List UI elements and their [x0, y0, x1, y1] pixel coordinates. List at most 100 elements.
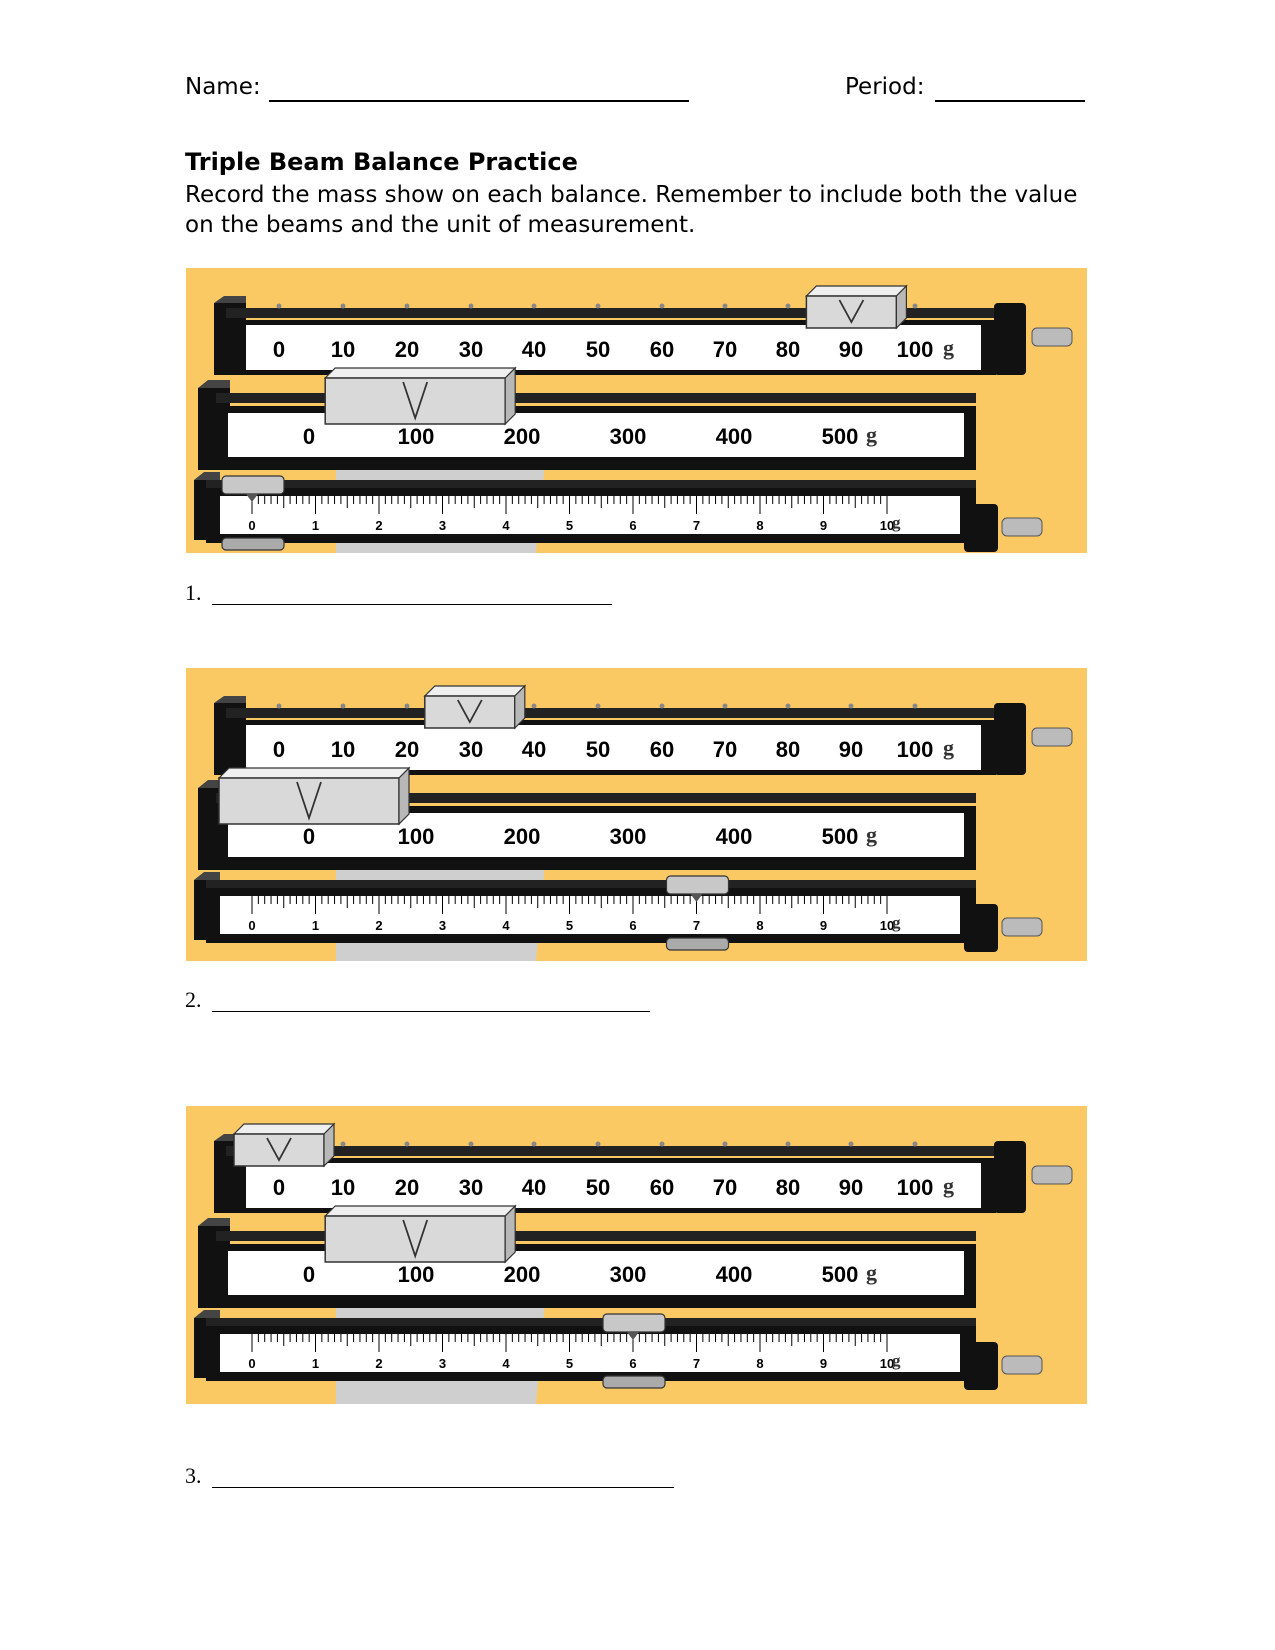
bottom-beam-label: 5: [566, 1356, 573, 1371]
rider-side-face: [504, 366, 516, 426]
top-beam-label: 90: [839, 337, 863, 362]
notch: [531, 303, 537, 309]
notch: [595, 1141, 601, 1147]
bottom-beam-rider: [221, 475, 285, 551]
notch: [659, 703, 665, 709]
notch: [404, 1141, 410, 1147]
worksheet-title: Triple Beam Balance Practice: [185, 148, 578, 176]
top-beam-label: 10: [331, 337, 355, 362]
bottom-beam-label: 9: [820, 918, 827, 933]
bottom-beam-label: 6: [629, 518, 636, 533]
middle-beam-label: 0: [303, 424, 315, 449]
rider-lower: [602, 1375, 666, 1389]
middle-beam-label: 400: [716, 424, 753, 449]
bottom-beam-label: 10: [880, 518, 894, 533]
question-number: 3.: [185, 1463, 202, 1488]
notch: [785, 703, 791, 709]
answer-field[interactable]: [212, 1487, 674, 1488]
bottom-beam-counterweight: [964, 1342, 998, 1390]
top-beam-label: 60: [650, 737, 674, 762]
rider-top-face: [804, 285, 908, 297]
middle-beam-rail: [216, 1231, 976, 1241]
top-beam-label: 30: [459, 737, 483, 762]
top-beam-label: 80: [776, 1175, 800, 1200]
answer-row: 3.: [185, 1463, 674, 1489]
notch: [531, 1141, 537, 1147]
notch: [722, 1141, 728, 1147]
top-beam-counterweight: [994, 703, 1026, 775]
notch: [340, 303, 346, 309]
bottom-beam-label: 6: [629, 1356, 636, 1371]
middle-beam-label: 300: [610, 824, 647, 849]
notch: [722, 303, 728, 309]
top-beam-label: 20: [395, 737, 419, 762]
top-beam-label: 70: [713, 737, 737, 762]
bottom-beam-counterweight: [964, 504, 998, 552]
middle-beam-rider: [323, 1204, 517, 1264]
notch: [531, 703, 537, 709]
top-beam-rail: [226, 308, 996, 318]
bottom-beam-label: 8: [756, 918, 763, 933]
top-beam-unit: g: [943, 1173, 954, 1198]
answer-row: 1.: [185, 580, 612, 606]
middle-beam-label: 200: [504, 1262, 541, 1287]
answer-field[interactable]: [212, 604, 612, 605]
bottom-beam-label: 4: [502, 918, 510, 933]
name-label: Name:: [185, 74, 261, 100]
period-field[interactable]: [935, 100, 1085, 102]
top-beam-label: 70: [713, 337, 737, 362]
top-beam-rider: [804, 284, 908, 330]
bottom-beam-label: 8: [756, 1356, 763, 1371]
rider-pointer: [296, 781, 322, 821]
top-beam-label: 90: [839, 737, 863, 762]
notch: [404, 703, 410, 709]
top-beam-unit: g: [943, 335, 954, 360]
rider-top-face: [323, 1205, 517, 1217]
bottom-beam-unit: g: [892, 513, 901, 532]
top-beam-label: 30: [459, 337, 483, 362]
instructions: Record the mass show on each balance. Re…: [185, 182, 1078, 238]
bottom-beam-unit: g: [892, 1351, 901, 1370]
rider-upper: [665, 875, 730, 895]
bottom-beam-rail: [206, 480, 976, 488]
answer-field[interactable]: [212, 1011, 650, 1012]
middle-beam-label: 400: [716, 824, 753, 849]
bottom-beam-label: 3: [439, 1356, 446, 1371]
rider-pointer: [690, 894, 703, 902]
middle-beam-unit: g: [866, 822, 877, 847]
top-beam-label: 70: [713, 1175, 737, 1200]
beam-end-cap: [194, 472, 220, 480]
rider-top-face: [232, 1123, 336, 1135]
bottom-beam-label: 9: [820, 1356, 827, 1371]
header: Name: Period:: [185, 70, 1090, 110]
middle-beam-label: 500: [822, 424, 859, 449]
middle-beam-label: 0: [303, 1262, 315, 1287]
top-beam-label: 100: [897, 1175, 934, 1200]
notch: [595, 703, 601, 709]
bottom-beam-label: 4: [502, 1356, 510, 1371]
question-number: 2.: [185, 987, 202, 1012]
bottom-beam-label: 6: [629, 918, 636, 933]
rider-side-face: [895, 284, 907, 330]
bottom-beam-rail: [206, 1318, 976, 1326]
rider-upper: [602, 1313, 666, 1333]
bottom-beam-label: 2: [375, 518, 382, 533]
top-beam-rail: [226, 1146, 996, 1156]
top-beam-label: 60: [650, 337, 674, 362]
period-label: Period:: [845, 74, 925, 100]
middle-beam-label: 100: [398, 424, 435, 449]
bottom-beam-label: 3: [439, 518, 446, 533]
beam-end-cap: [194, 1310, 220, 1318]
answer-row: 2.: [185, 987, 650, 1013]
middle-beam-label: 100: [398, 1262, 435, 1287]
middle-beam-unit: g: [866, 422, 877, 447]
middle-beam-rider: [217, 766, 411, 826]
bottom-beam-label: 0: [248, 918, 255, 933]
middle-beam-rail: [216, 393, 976, 403]
name-field[interactable]: [269, 100, 689, 102]
notch: [912, 703, 918, 709]
top-beam-rider: [232, 1122, 336, 1168]
